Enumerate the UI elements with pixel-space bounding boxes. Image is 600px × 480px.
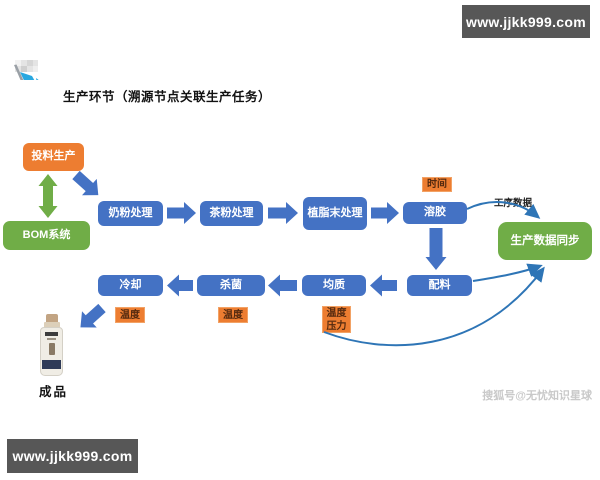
node-tea-powder-label: 茶粉处理 bbox=[209, 206, 254, 219]
tag-temperature-pressure-homogenization: 温度 压力 bbox=[322, 306, 351, 333]
tag-temperature-sterilization-label: 温度 bbox=[223, 309, 243, 321]
node-cooling-label: 冷却 bbox=[119, 278, 142, 291]
node-batching-label: 配料 bbox=[428, 278, 451, 291]
double-arrow-feed-bom bbox=[38, 174, 58, 218]
connector-batching-to-sync bbox=[472, 263, 543, 282]
node-bom-system-label: BOM系统 bbox=[22, 228, 71, 241]
node-sol-label: 溶胶 bbox=[424, 206, 446, 219]
node-production-data-sync-label: 生产数据同步 bbox=[510, 234, 580, 247]
arrow-sterilization-to-cooling bbox=[167, 274, 193, 297]
arrow-tea-to-creamer bbox=[268, 202, 298, 224]
node-milk-powder-processing: 奶粉处理 bbox=[98, 201, 163, 226]
site-banner-top: www.jjkk999.com bbox=[462, 5, 590, 38]
tag-temperature-cooling: 温度 bbox=[115, 307, 145, 323]
node-creamer-processing: 植脂末处理 bbox=[303, 197, 367, 230]
pen-clip bbox=[36, 78, 39, 80]
site-banner-top-text: www.jjkk999.com bbox=[466, 13, 586, 30]
censor-patch bbox=[15, 60, 38, 72]
watermark-text: 搜狐号@无忧知识星球 bbox=[482, 390, 592, 402]
tag-temperature-sterilization: 温度 bbox=[218, 307, 248, 323]
site-banner-bottom: www.jjkk999.com bbox=[7, 439, 138, 473]
node-production-data-sync: 生产数据同步 bbox=[498, 222, 592, 260]
arrow-batching-to-homogenization bbox=[370, 274, 397, 297]
highlighter-pen-icon bbox=[14, 60, 39, 80]
arrow-feed-to-milk bbox=[72, 170, 99, 196]
node-tea-powder-processing: 茶粉处理 bbox=[200, 201, 263, 226]
arrow-homogenization-to-sterilization bbox=[268, 274, 297, 297]
product-bottle-image bbox=[40, 312, 63, 377]
node-homogenization: 均质 bbox=[302, 275, 366, 296]
node-feed-production-label: 投料生产 bbox=[31, 150, 76, 163]
finished-product-label: 成品 bbox=[39, 385, 69, 399]
arrow-milk-to-tea bbox=[167, 202, 196, 224]
node-sol-dissolving: 溶胶 bbox=[403, 202, 467, 224]
node-feed-production: 投料生产 bbox=[23, 143, 84, 171]
bottle-cap bbox=[46, 314, 58, 322]
arrow-sol-to-batching bbox=[425, 228, 447, 270]
pen-shadow-line bbox=[14, 64, 24, 80]
tag-temperature-cooling-label: 温度 bbox=[120, 309, 140, 321]
bottle-art bbox=[49, 343, 55, 355]
node-homogenization-label: 均质 bbox=[323, 278, 345, 291]
connector-homogenization-params-to-sync bbox=[323, 266, 545, 347]
node-milk-powder-label: 奶粉处理 bbox=[108, 206, 153, 219]
bottle-label-band bbox=[42, 360, 61, 369]
bottle-neck bbox=[44, 322, 60, 328]
tag-temperature-label: 温度 bbox=[326, 307, 347, 319]
bottle-subtext bbox=[47, 338, 56, 340]
connector-sol-to-sync bbox=[466, 201, 541, 219]
arrow-cooling-to-product bbox=[80, 303, 106, 328]
bottle-body bbox=[40, 327, 63, 376]
site-banner-bottom-text: www.jjkk999.com bbox=[12, 448, 133, 464]
node-sterilization: 杀菌 bbox=[197, 275, 265, 296]
tag-time-label: 时间 bbox=[427, 179, 447, 190]
bottle-brand-text bbox=[45, 332, 58, 336]
tag-time: 时间 bbox=[422, 177, 452, 192]
pen-body bbox=[20, 72, 35, 80]
tag-pressure-label: 压力 bbox=[326, 320, 347, 332]
page-title: 生产环节（溯源节点关联生产任务） bbox=[63, 90, 272, 104]
node-sterilization-label: 杀菌 bbox=[220, 278, 242, 291]
node-creamer-label: 植脂末处理 bbox=[307, 206, 363, 219]
arrow-creamer-to-sol bbox=[371, 202, 399, 224]
node-cooling: 冷却 bbox=[98, 275, 163, 296]
node-batching: 配料 bbox=[407, 275, 472, 296]
node-bom-system: BOM系统 bbox=[3, 221, 90, 250]
